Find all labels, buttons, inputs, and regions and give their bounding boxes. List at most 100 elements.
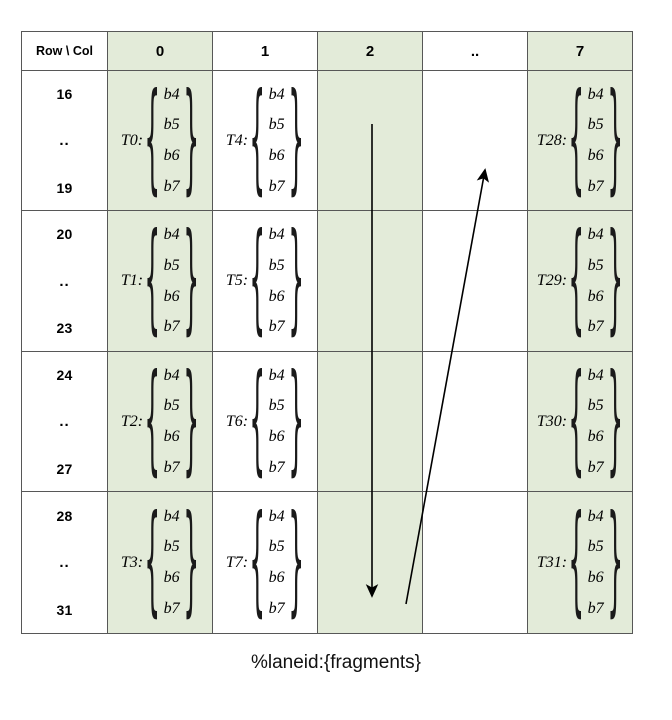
- right-brace-icon: }: [183, 212, 199, 351]
- bit-b7: b7: [587, 458, 604, 476]
- figure-caption: %laneid:{fragments}: [250, 652, 422, 673]
- bit-b6: b6: [268, 147, 285, 165]
- bit-list: b4 b5 b6 b7: [163, 366, 180, 476]
- left-brace-icon: {: [144, 212, 161, 351]
- row-label-ellipsis: ..: [59, 132, 70, 150]
- empty-cell: [317, 491, 423, 634]
- bit-b6: b6: [268, 428, 285, 446]
- right-brace-icon: }: [183, 352, 199, 491]
- row-label-cell: 28..31: [21, 491, 108, 634]
- bit-b4: b4: [587, 366, 604, 384]
- bit-b6: b6: [587, 428, 604, 446]
- left-brace-icon: {: [249, 212, 266, 351]
- bit-b6: b6: [587, 569, 604, 587]
- left-brace-icon: {: [144, 352, 161, 491]
- bit-b5: b5: [587, 256, 604, 274]
- right-brace-icon: }: [288, 493, 304, 632]
- left-brace-icon: {: [249, 493, 266, 632]
- bit-b7: b7: [268, 599, 285, 617]
- left-brace-icon: {: [568, 352, 585, 491]
- right-brace-icon: }: [607, 212, 623, 351]
- bit-list: b4 b5 b6 b7: [587, 366, 604, 476]
- row-label-start: 28: [56, 507, 73, 524]
- bit-b7: b7: [268, 318, 285, 336]
- empty-cell: [422, 69, 528, 212]
- bit-b6: b6: [587, 287, 604, 305]
- bit-b5: b5: [587, 397, 604, 415]
- row-label-end: 23: [56, 320, 73, 337]
- right-brace-icon: }: [288, 71, 304, 210]
- row-label-start: 24: [56, 366, 73, 383]
- bit-b6: b6: [163, 428, 180, 446]
- left-brace-icon: {: [568, 71, 585, 210]
- thread-label: T3:: [120, 553, 144, 571]
- left-brace-icon: {: [249, 71, 266, 210]
- row-label-end: 27: [56, 460, 73, 477]
- row-label-stack: 16..19: [22, 87, 107, 195]
- bit-b4: b4: [268, 85, 285, 103]
- thread-label: T4:: [225, 131, 249, 149]
- bit-b5: b5: [163, 397, 180, 415]
- bit-b4: b4: [587, 507, 604, 525]
- bit-b5: b5: [587, 116, 604, 134]
- right-brace-icon: }: [183, 493, 199, 632]
- bit-b5: b5: [268, 256, 285, 274]
- bit-b5: b5: [268, 397, 285, 415]
- bit-b4: b4: [268, 226, 285, 244]
- bit-b5: b5: [163, 256, 180, 274]
- thread-label: T30:: [536, 412, 568, 430]
- bit-b4: b4: [163, 366, 180, 384]
- empty-cell: [317, 69, 423, 212]
- bit-b7: b7: [163, 458, 180, 476]
- bit-b4: b4: [268, 507, 285, 525]
- right-brace-icon: }: [183, 71, 199, 210]
- bit-b4: b4: [587, 226, 604, 244]
- bit-b7: b7: [163, 599, 180, 617]
- bit-b5: b5: [163, 538, 180, 556]
- left-brace-icon: {: [568, 493, 585, 632]
- bit-b7: b7: [163, 177, 180, 195]
- thread-label: T1:: [120, 272, 144, 290]
- bit-b4: b4: [268, 366, 285, 384]
- empty-cell: [317, 210, 423, 352]
- bit-b6: b6: [163, 287, 180, 305]
- thread-label: T29:: [536, 272, 568, 290]
- row-label-stack: 24..27: [22, 368, 107, 476]
- thread-label: T0:: [120, 131, 144, 149]
- thread-label: T6:: [225, 412, 249, 430]
- bit-b7: b7: [587, 599, 604, 617]
- empty-cell: [317, 350, 423, 493]
- empty-cell: [422, 491, 528, 634]
- thread-label: T31:: [536, 553, 568, 571]
- thread-label: T5:: [225, 272, 249, 290]
- row-label-stack: 20..23: [22, 227, 107, 335]
- row-label-end: 31: [56, 601, 73, 618]
- bit-b7: b7: [268, 458, 285, 476]
- bit-list: b4 b5 b6 b7: [268, 366, 285, 476]
- bit-b7: b7: [163, 318, 180, 336]
- table-head: Row \ Col 0 1 2 .. 7: [21, 31, 633, 71]
- bit-b7: b7: [587, 318, 604, 336]
